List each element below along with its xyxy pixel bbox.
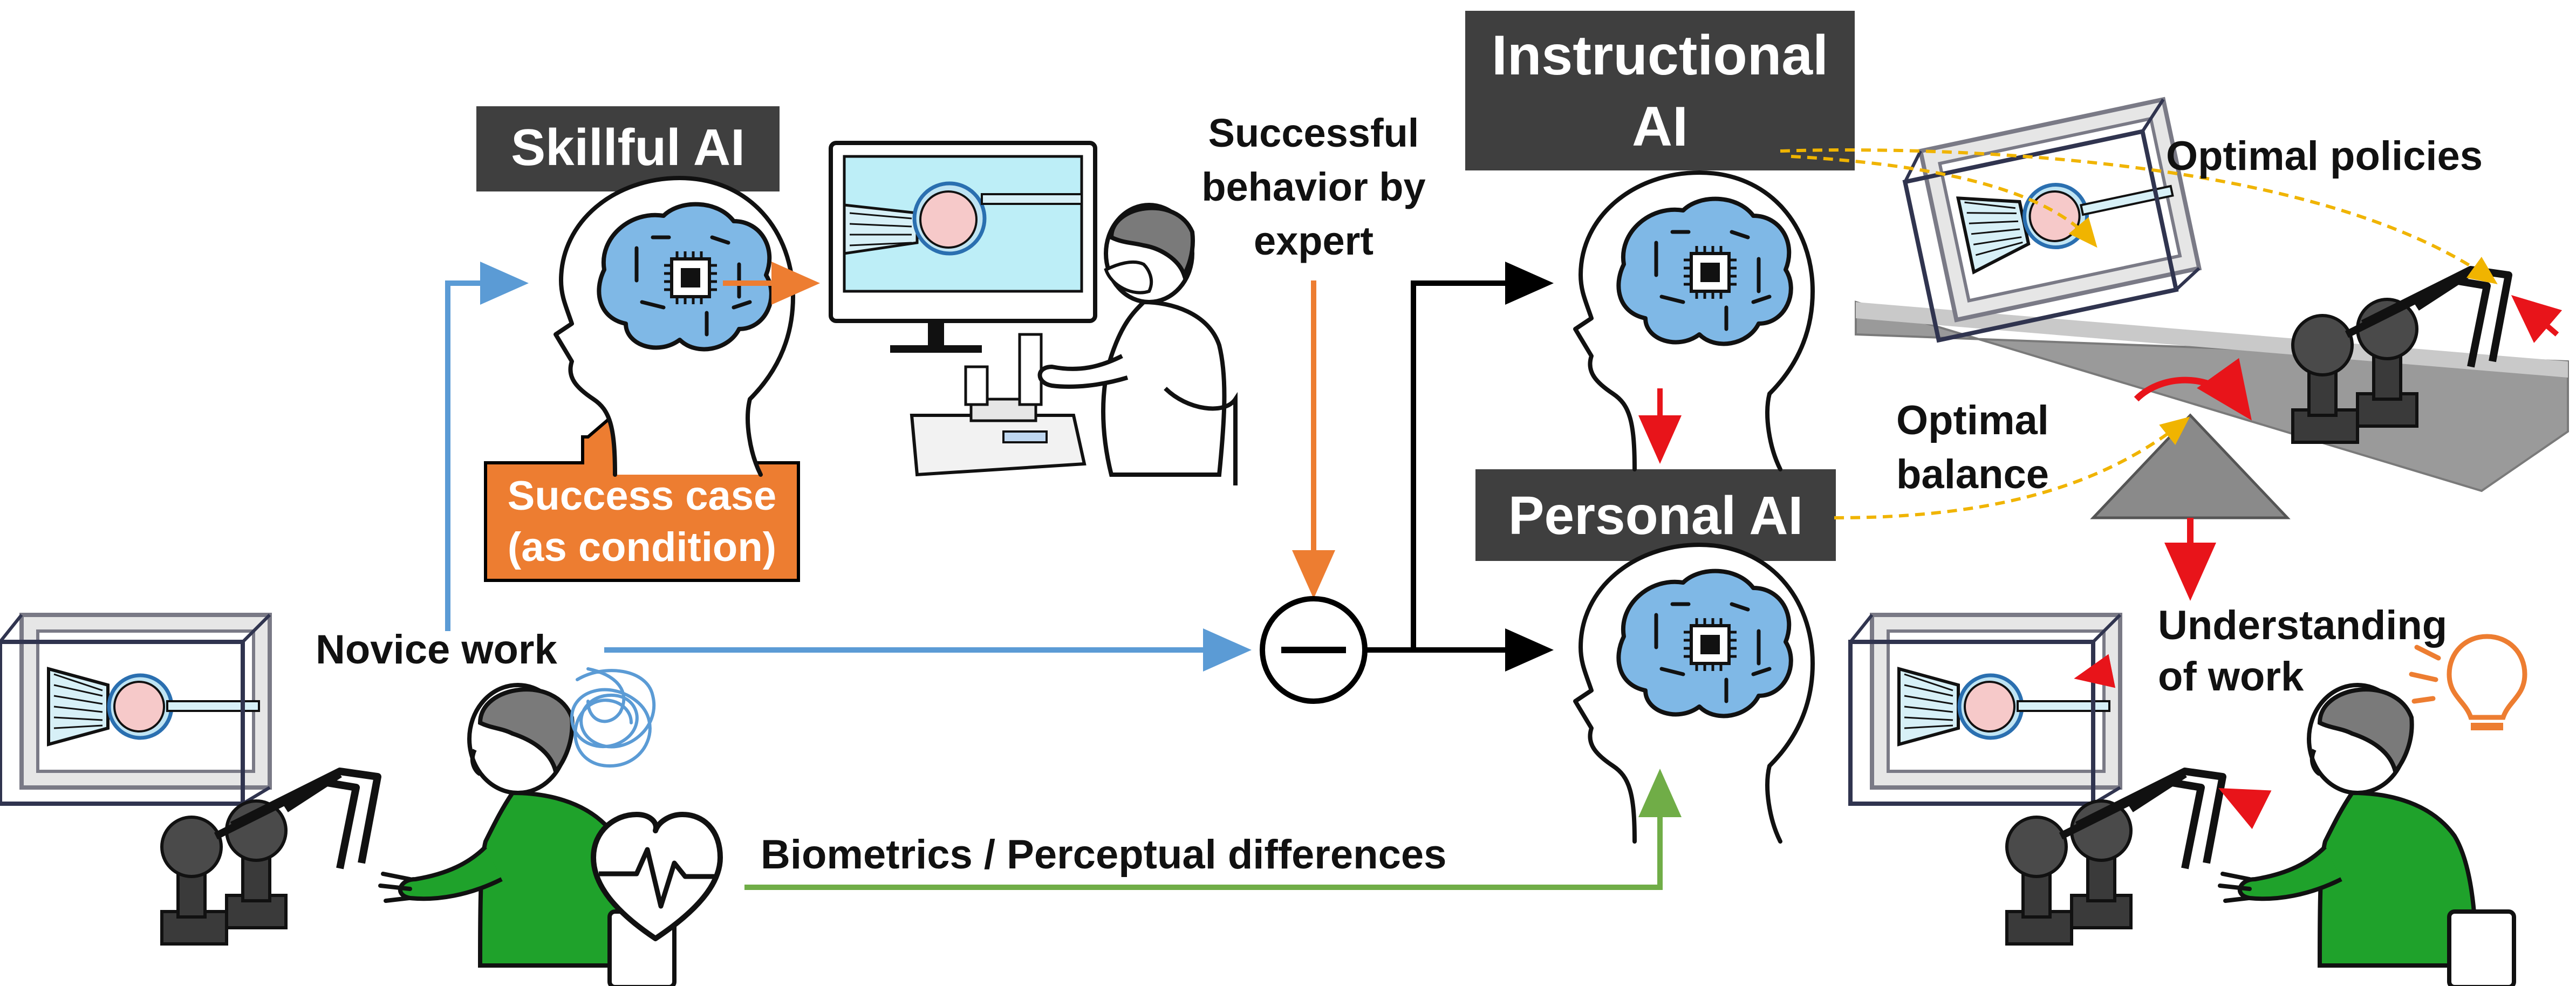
lightbulb-icon bbox=[2409, 634, 2527, 730]
understanding-label-2: of work bbox=[2158, 654, 2304, 700]
svg-text:(as condition): (as condition) bbox=[508, 524, 776, 570]
expert-person bbox=[1037, 203, 1238, 485]
optimal-balance-label-2: balance bbox=[1896, 451, 2049, 497]
optimal-policies-label: Optimal policies bbox=[2166, 133, 2483, 179]
successful-behavior-label-2: behavior by bbox=[1201, 165, 1425, 209]
biometrics-arrow bbox=[744, 769, 1682, 890]
novice-workbox bbox=[0, 615, 270, 804]
balance-rotate-arrow bbox=[2134, 358, 2252, 421]
microscope-icon bbox=[910, 333, 1087, 477]
policy-red-arrow bbox=[2511, 295, 2563, 343]
subtract-operator-icon bbox=[1260, 596, 1368, 704]
svg-text:Personal AI: Personal AI bbox=[1508, 485, 1803, 546]
successful-behavior-label-1: Successful bbox=[1208, 111, 1419, 155]
novice-to-skillful-arrow bbox=[445, 262, 529, 631]
balance-dashed-arrow bbox=[1834, 416, 2190, 519]
subtract-to-instructional-arrow bbox=[1365, 262, 1554, 653]
svg-text:Instructional: Instructional bbox=[1492, 24, 1828, 87]
cell-red-arrow bbox=[2074, 654, 2116, 688]
policies-dashed-arrow-2 bbox=[1791, 155, 2097, 248]
instructional-workbox bbox=[1899, 99, 2203, 340]
novice-manipulator bbox=[162, 771, 378, 944]
optimal-balance-label-1: Optimal bbox=[1896, 398, 2049, 443]
svg-text:Skillful AI: Skillful AI bbox=[511, 119, 745, 176]
svg-text:Success case: Success case bbox=[508, 473, 777, 519]
policies-dashed-arrow bbox=[1780, 148, 2498, 284]
personal-workbox bbox=[1850, 615, 2120, 804]
successful-behavior-label-3: expert bbox=[1254, 218, 1374, 263]
expert-monitor bbox=[829, 141, 1097, 353]
understanding-label-1: Understanding bbox=[2158, 602, 2447, 648]
instructional-ai-head-icon bbox=[1575, 173, 1813, 469]
personal-manipulator bbox=[2007, 771, 2223, 944]
success-case-label: Success case (as condition) bbox=[484, 370, 800, 582]
novice-work-label: Novice work bbox=[316, 627, 557, 673]
personal-ai-head-icon bbox=[1575, 545, 1813, 841]
instructional-ai-label: Instructional AI bbox=[1465, 11, 1855, 170]
personal-person bbox=[2220, 685, 2514, 986]
svg-text:AI: AI bbox=[1632, 95, 1688, 158]
skillful-ai-head-icon bbox=[556, 178, 793, 475]
biometrics-label: Biometrics / Perceptual differences bbox=[761, 832, 1446, 878]
skillful-ai-label: Skillful AI bbox=[476, 106, 780, 191]
confusion-scribble-icon bbox=[570, 667, 655, 768]
hand-red-arrow bbox=[2218, 788, 2272, 830]
personal-ai-label: Personal AI bbox=[1475, 469, 1836, 561]
heart-pulse-icon bbox=[591, 812, 723, 941]
